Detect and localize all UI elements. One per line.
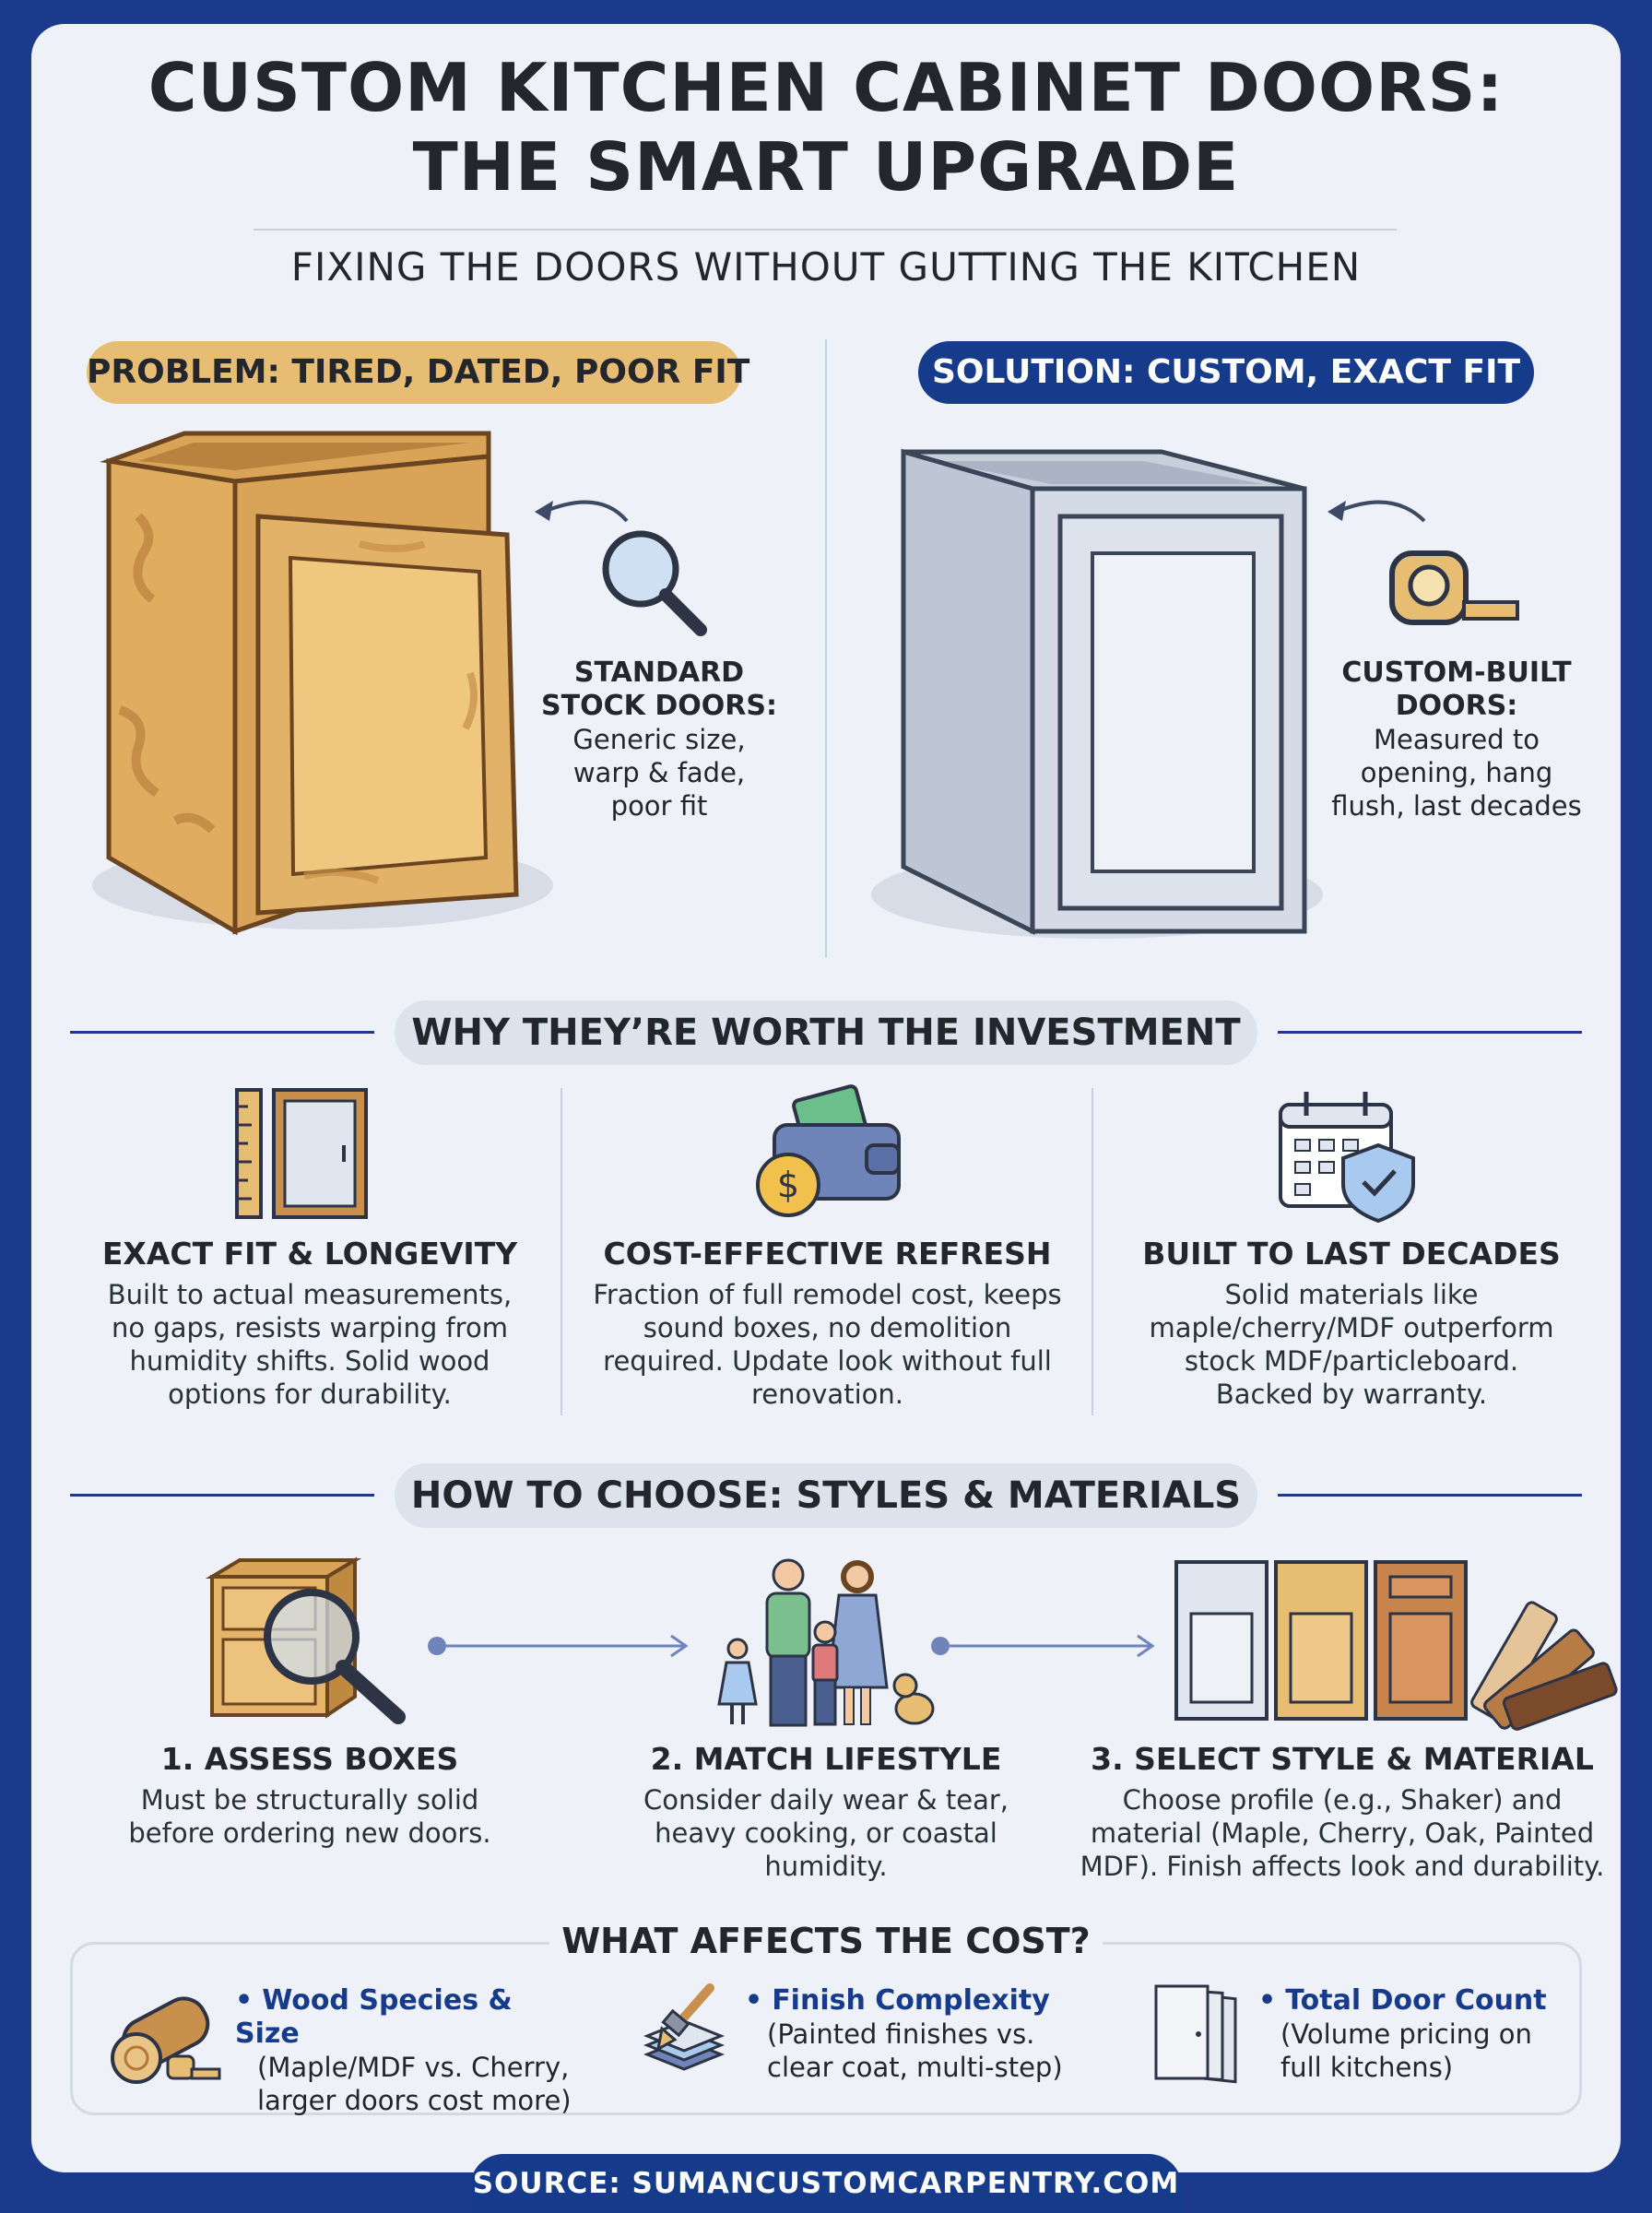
cost-item-wood-title: •Wood Species & Size [235, 1984, 513, 2050]
how-step-3-line-3: MDF). Finish affects look and durability… [1080, 1851, 1605, 1882]
page-title: CUSTOM KITCHEN CABINET DOORS: THE SMART … [0, 48, 1652, 207]
why-col-divider-2 [1092, 1088, 1093, 1415]
title-line-2: THE SMART UPGRADE [412, 128, 1240, 206]
magnifying-glass-icon [535, 500, 707, 636]
cost-item-finish-line-1: (Painted finishes vs. [767, 2018, 1035, 2050]
how-step-2-line-1: Consider daily wear & tear, [643, 1784, 1009, 1816]
why-item-cost-text: Fraction of full remodel cost, keeps sou… [572, 1278, 1083, 1411]
why-item-cost-title: COST-EFFECTIVE REFRESH [603, 1236, 1052, 1272]
log-tape-icon [111, 1996, 221, 2084]
how-step-1-line-2: before ordering new doors. [128, 1817, 491, 1849]
how-step-3-line-1: Choose profile (e.g., Shaker) and [1122, 1784, 1563, 1816]
cost-item-count: •Total Door Count (Volume pricing on ful… [1258, 1984, 1572, 2084]
solution-caption-line-2: opening, hang [1360, 757, 1553, 788]
how-step-2: 2. MATCH LIFESTYLE Consider daily wear &… [590, 1741, 1062, 1883]
cost-item-count-line-1: (Volume pricing on [1280, 2018, 1532, 2050]
cost-panel [70, 1942, 1582, 2115]
cost-item-count-line-2: full kitchens) [1280, 2052, 1454, 2083]
svg-text:$: $ [777, 1165, 799, 1205]
title-line-1: CUSTOM KITCHEN CABINET DOORS: [148, 49, 1504, 126]
how-step-1-title: 1. ASSESS BOXES [160, 1741, 459, 1777]
why-item-cost-line-1: Fraction of full remodel cost, keeps [593, 1279, 1062, 1310]
solution-pill: SOLUTION: CUSTOM, EXACT FIT [918, 341, 1534, 404]
why-item-cost-line-3: required. Update look without full [603, 1345, 1052, 1377]
cost-heading: WHAT AFFECTS THE COST? [549, 1918, 1103, 1964]
why-item-fit-line-4: options for durability. [168, 1379, 452, 1410]
cost-item-wood-line-2: larger doors cost more) [257, 2085, 572, 2116]
why-item-lasting-line-1: Solid materials like [1224, 1279, 1479, 1310]
why-col-divider-1 [560, 1088, 562, 1415]
why-item-cost: COST-EFFECTIVE REFRESH Fraction of full … [572, 1236, 1083, 1411]
comparison-divider [825, 339, 827, 957]
problem-caption-title-2: STOCK DOORS: [541, 690, 777, 722]
problem-caption: STANDARD STOCK DOORS: Generic size, warp… [525, 657, 793, 822]
problem-pill: PROBLEM: TIRED, DATED, POOR FIT [87, 341, 749, 404]
how-step-1-text: Must be structurally solid before orderi… [70, 1783, 549, 1850]
why-item-fit-title: EXACT FIT & LONGEVITY [101, 1236, 518, 1272]
cost-item-wood-line-1: (Maple/MDF vs. Cherry, [257, 2052, 570, 2083]
wallet-dollar-icon: $ [756, 1084, 901, 1217]
problem-caption-line-1: Generic size, [572, 724, 746, 755]
why-item-lasting-line-3: stock MDF/particleboard. [1184, 1345, 1519, 1377]
why-item-fit-line-3: humidity shifts. Solid wood [129, 1345, 490, 1377]
cost-item-count-title: •Total Door Count [1258, 1984, 1547, 2017]
door-samples-icon [1174, 1560, 1618, 1731]
how-rule-right [1278, 1494, 1582, 1497]
solution-caption: CUSTOM-BUILT DOORS: Measured to opening,… [1314, 657, 1599, 822]
worn-cabinet-illustration [92, 431, 553, 936]
why-item-lasting-text: Solid materials like maple/cherry/MDF ou… [1103, 1278, 1600, 1411]
why-rule-left [70, 1031, 374, 1034]
paintbrush-layers-icon [643, 1983, 726, 2071]
why-item-fit-line-1: Built to actual measurements, [107, 1279, 513, 1310]
problem-caption-title-1: STANDARD [573, 657, 745, 689]
ruler-door-icon [235, 1088, 368, 1219]
custom-cabinet-illustration [871, 448, 1323, 939]
cost-item-finish-title: •Finish Complexity [745, 1984, 1050, 2017]
cost-item-finish: •Finish Complexity (Painted finishes vs.… [745, 1984, 1095, 2084]
why-item-lasting-line-2: maple/cherry/MDF outperform [1149, 1312, 1554, 1343]
why-item-fit-line-2: no gaps, resists warping from [112, 1312, 508, 1343]
cost-item-wood: •Wood Species & Size (Maple/MDF vs. Cher… [235, 1984, 585, 2117]
problem-caption-line-2: warp & fade, [572, 757, 746, 788]
how-step-3: 3. SELECT STYLE & MATERIAL Choose profil… [1069, 1741, 1615, 1883]
how-step-3-line-2: material (Maple, Cherry, Oak, Painted [1090, 1817, 1595, 1849]
why-item-fit: EXACT FIT & LONGEVITY Built to actual me… [70, 1236, 549, 1411]
why-heading: WHY THEY’RE WORTH THE INVESTMENT [395, 1000, 1257, 1065]
title-divider [254, 229, 1397, 231]
why-item-lasting-title: BUILT TO LAST DECADES [1142, 1236, 1561, 1272]
source-footer: SOURCE: SUMANCUSTOMCARPENTRY.COM [470, 2154, 1182, 2213]
why-rule-right [1278, 1031, 1582, 1034]
why-item-lasting: BUILT TO LAST DECADES Solid materials li… [1103, 1236, 1600, 1411]
solution-caption-title-1: CUSTOM-BUILT [1341, 657, 1572, 689]
how-step-1-line-1: Must be structurally solid [140, 1784, 479, 1816]
cost-item-finish-line-2: clear coat, multi-step) [767, 2052, 1063, 2083]
how-step-3-title: 3. SELECT STYLE & MATERIAL [1091, 1741, 1594, 1777]
calendar-shield-icon [1279, 1092, 1415, 1224]
why-item-cost-line-4: renovation. [751, 1379, 903, 1410]
why-item-lasting-line-4: Backed by warranty. [1215, 1379, 1488, 1410]
how-step-1: 1. ASSESS BOXES Must be structurally sol… [70, 1741, 549, 1850]
arrow-2-icon [931, 1634, 1155, 1658]
how-heading: HOW TO CHOOSE: STYLES & MATERIALS [395, 1463, 1257, 1528]
solution-caption-line-3: flush, last decades [1331, 790, 1582, 822]
how-step-2-line-3: humidity. [764, 1851, 888, 1882]
how-step-2-line-2: heavy cooking, or coastal [655, 1817, 997, 1849]
solution-caption-line-1: Measured to [1374, 724, 1540, 755]
family-icon [717, 1558, 935, 1727]
problem-caption-line-3: poor fit [610, 790, 708, 822]
tape-measure-icon [1328, 500, 1519, 625]
how-step-3-text: Choose profile (e.g., Shaker) and materi… [1069, 1783, 1615, 1883]
why-item-cost-line-2: sound boxes, no demolition [643, 1312, 1012, 1343]
solution-caption-title-2: DOORS: [1395, 690, 1518, 722]
arrow-1-icon [428, 1634, 689, 1658]
why-item-fit-text: Built to actual measurements, no gaps, r… [70, 1278, 549, 1411]
subtitle: FIXING THE DOORS WITHOUT GUTTING THE KIT… [290, 244, 1362, 290]
how-rule-left [70, 1494, 374, 1497]
doors-stack-icon [1154, 1984, 1237, 2084]
how-step-2-title: 2. MATCH LIFESTYLE [650, 1741, 1002, 1777]
cabinet-inspect-icon [205, 1556, 406, 1724]
how-step-2-text: Consider daily wear & tear, heavy cookin… [590, 1783, 1062, 1883]
